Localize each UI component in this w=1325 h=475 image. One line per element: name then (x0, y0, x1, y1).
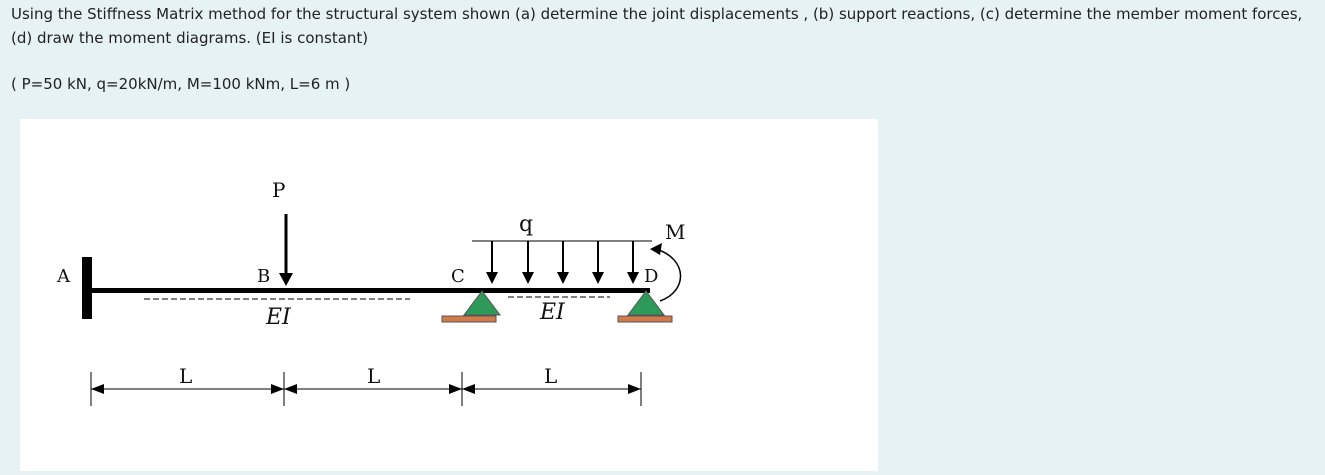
label-span-2: L (367, 364, 380, 388)
label-p: P (272, 178, 285, 202)
moment-arrowhead (650, 243, 662, 255)
pin-support-c (463, 290, 501, 316)
label-span-3: L (544, 364, 557, 388)
label-m: M (665, 220, 685, 244)
distributed-load-arrowheads (486, 272, 639, 284)
label-d: D (644, 266, 658, 287)
beam (92, 288, 650, 293)
dimension-arrowheads (91, 384, 641, 394)
label-q: q (519, 212, 533, 237)
distributed-load-arrows (491, 241, 634, 274)
roller-support-d (627, 290, 665, 316)
label-span-1: L (179, 364, 192, 388)
fixed-support-a (82, 257, 92, 319)
label-a: A (56, 266, 71, 287)
label-c: C (451, 266, 465, 287)
structural-figure: P q M A B C D EI EI L L L (20, 119, 878, 471)
moment-arc (655, 248, 682, 302)
label-b: B (257, 266, 270, 287)
support-base-d (617, 315, 673, 323)
problem-parameters: ( P=50 kN, q=20kN/m, M=100 kNm, L=6 m ) (11, 75, 351, 93)
beam-diagram: P q M A B C D EI EI L L L (56, 178, 685, 406)
problem-statement: Using the Stiffness Matrix method for th… (11, 5, 1303, 47)
point-load-arrowhead (279, 273, 293, 286)
dimension-lines (90, 372, 642, 406)
label-ei-1: EI (265, 305, 292, 330)
label-ei-2: EI (539, 300, 566, 325)
support-base-c (441, 315, 497, 323)
